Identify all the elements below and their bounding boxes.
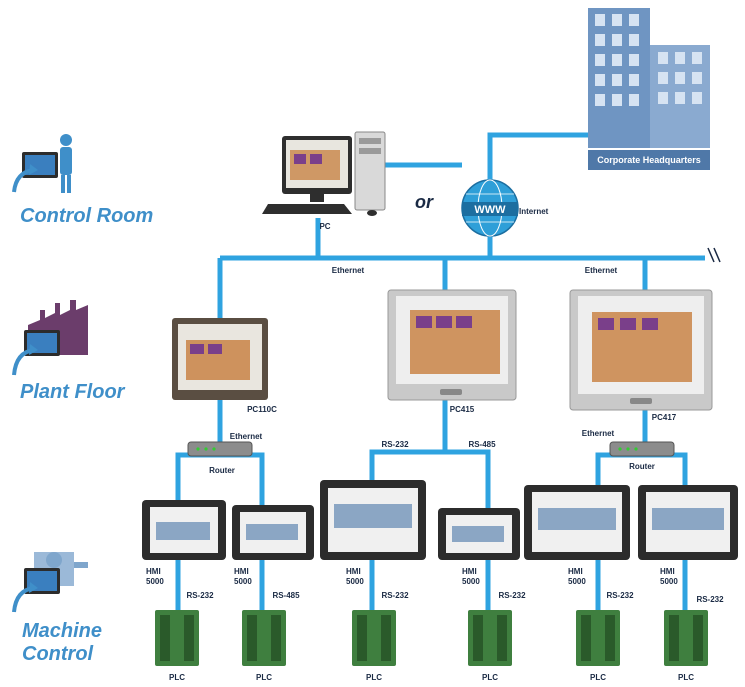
keyboard-icon: [262, 204, 352, 214]
machine-control-label-line1: Machine: [22, 620, 102, 642]
pc417-label: PC417: [652, 413, 677, 422]
plc-1: [155, 610, 199, 666]
hmi-5: [524, 485, 630, 560]
pc415-serial-right: RS-485: [468, 440, 496, 449]
router-icon: [609, 441, 675, 457]
hmi-6-label-line2: 5000: [660, 577, 678, 586]
router-left-label: Router: [209, 466, 235, 475]
hmi-3-label-line2: 5000: [346, 577, 364, 586]
machine-control-zone: Machine Control: [12, 552, 102, 665]
hmi-2-serial: RS-485: [272, 591, 300, 600]
control-room-zone: Control Room: [12, 134, 153, 227]
pc-workstation: PC: [262, 131, 386, 231]
hmi-5-label-line2: 5000: [568, 577, 586, 586]
hmi-1: [142, 500, 226, 560]
hmi-2-label-line2: 5000: [234, 577, 252, 586]
hmi-4-label-line2: 5000: [462, 577, 480, 586]
plant-floor-label: Plant Floor: [20, 381, 126, 403]
pc-label: PC: [319, 222, 330, 231]
hmi-2-label-line1: HMI: [234, 567, 249, 576]
plc-6-label: PLC: [678, 673, 694, 682]
router-right: Router: [609, 441, 675, 471]
www-label: WWW: [474, 204, 506, 216]
panel-pc415: PC415: [387, 289, 517, 414]
plc-labels: PLC PLC PLC PLC PLC PLC: [169, 673, 694, 682]
factory-icon: [12, 300, 88, 376]
hmi-labels: HMI 5000 HMI 5000 HMI 5000 HMI 5000 HMI …: [146, 567, 678, 586]
hmi-6: [638, 485, 738, 560]
ethernet-label-pc417: Ethernet: [582, 429, 615, 438]
machine-icon: [12, 552, 88, 613]
hmi-serial-labels: RS-232 RS-485 RS-232 RS-232 RS-232 RS-23…: [186, 591, 724, 604]
hmi-3: [320, 480, 426, 560]
panel-pc417: PC417: [569, 289, 713, 422]
hmi-4: [438, 508, 520, 560]
hmi-4-serial: RS-232: [498, 591, 526, 600]
hq-label: Corporate Headquarters: [597, 155, 701, 165]
plc-5-label: PLC: [590, 673, 606, 682]
plc-units: [155, 610, 708, 666]
plant-floor-zone: Plant Floor: [12, 300, 126, 403]
hmi-1-serial: RS-232: [186, 591, 214, 600]
hmi-5-serial: RS-232: [606, 591, 634, 600]
hmi-4-label-line1: HMI: [462, 567, 477, 576]
internet-label: Internet: [519, 207, 549, 216]
hmi-6-label-line1: HMI: [660, 567, 675, 576]
hmi-1-label-line1: HMI: [146, 567, 161, 576]
pc110c-label: PC110C: [247, 405, 277, 414]
hmi-5-label-line1: HMI: [568, 567, 583, 576]
ethernet-label-backbone-right: Ethernet: [585, 266, 618, 275]
hmi-1-label-line2: 5000: [146, 577, 164, 586]
mouse-icon: [367, 210, 377, 216]
machine-control-label-line2: Control: [22, 643, 94, 665]
plc-2: [242, 610, 286, 666]
router-icon: [187, 441, 253, 457]
hmi-3-serial: RS-232: [381, 591, 409, 600]
hmi-6-serial: RS-232: [696, 595, 724, 604]
plc-2-label: PLC: [256, 673, 272, 682]
plc-6: [664, 610, 708, 666]
internet-globe: WWW Internet: [461, 179, 549, 237]
hmi-units: [142, 480, 738, 560]
plc-3-label: PLC: [366, 673, 382, 682]
plc-4-label: PLC: [482, 673, 498, 682]
plc-1-label: PLC: [169, 673, 185, 682]
router-left: Router: [187, 441, 253, 475]
panel-pc110c: PC110C: [172, 318, 277, 414]
hmi-2: [232, 505, 314, 560]
pc415-serial-left: RS-232: [381, 440, 409, 449]
pc415-label: PC415: [450, 405, 475, 414]
plc-4: [468, 610, 512, 666]
plc-3: [352, 610, 396, 666]
ethernet-label-backbone-left: Ethernet: [332, 266, 365, 275]
operator-monitor-icon: [12, 134, 72, 193]
ethernet-label-pc110c: Ethernet: [230, 432, 263, 441]
corporate-headquarters: Corporate Headquarters: [588, 8, 710, 170]
control-room-label: Control Room: [20, 205, 153, 227]
hmi-3-label-line1: HMI: [346, 567, 361, 576]
or-text: or: [415, 192, 434, 212]
plc-5: [576, 610, 620, 666]
router-right-label: Router: [629, 462, 655, 471]
